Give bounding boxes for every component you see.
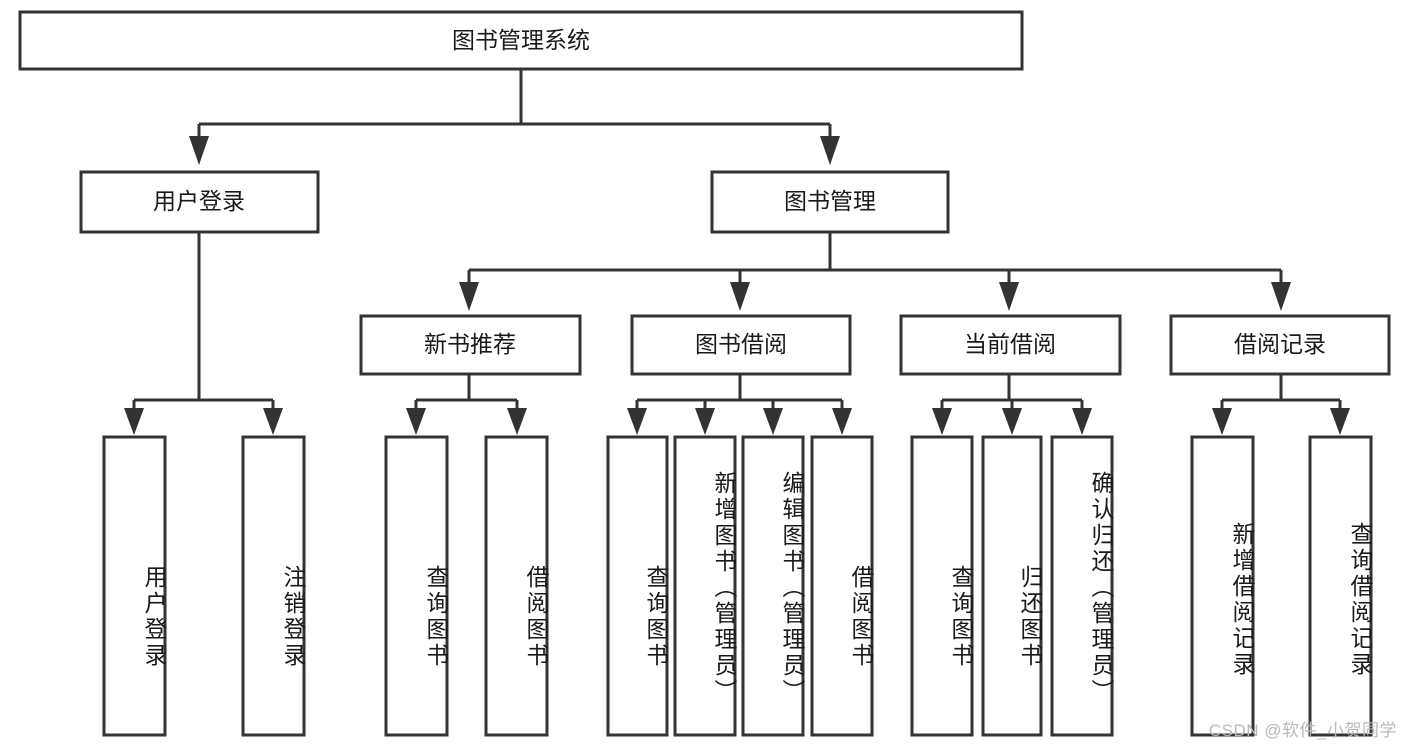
arrow-head-book-mgmt bbox=[820, 136, 840, 165]
node-box-leaf-nbr-query-book[interactable] bbox=[384, 435, 449, 737]
node-box-leaf-br-add-record[interactable] bbox=[1190, 435, 1255, 737]
node-label-borrow-record: 借阅记录 bbox=[1234, 331, 1326, 357]
arrow-head-cb-leaf-1 bbox=[932, 408, 952, 435]
node-box-borrow-record[interactable] bbox=[1169, 314, 1391, 376]
arrow-head-bb-leaf-2 bbox=[695, 408, 715, 435]
arrow-head-br-leaf-2 bbox=[1330, 408, 1350, 435]
node-box-leaf-br-query-record[interactable] bbox=[1308, 435, 1373, 737]
connector-group-borrow-record bbox=[1212, 374, 1350, 435]
arrow-head-user-login-leaf-2 bbox=[263, 408, 283, 435]
node-box-root[interactable] bbox=[18, 10, 1024, 71]
arrow-head-current-borrow bbox=[999, 282, 1019, 311]
node-box-new-book-recommend[interactable] bbox=[359, 314, 582, 376]
node-box-current-borrow[interactable] bbox=[899, 314, 1122, 376]
node-label-book-management: 图书管理 bbox=[784, 188, 876, 214]
arrow-head-new-book-rec bbox=[459, 282, 479, 311]
node-box-leaf-bb-query-book[interactable] bbox=[606, 435, 669, 737]
node-label-new-book-recommend: 新书推荐 bbox=[424, 331, 516, 357]
node-box-user-login[interactable] bbox=[79, 170, 320, 234]
arrow-head-nbr-leaf-1 bbox=[406, 408, 426, 435]
node-box-leaf-user-login[interactable] bbox=[102, 435, 167, 737]
node-box-leaf-cb-confirm-return[interactable] bbox=[1050, 435, 1114, 737]
arrow-head-bb-leaf-1 bbox=[627, 408, 647, 435]
connector-group-book-mgmt bbox=[459, 232, 1291, 311]
watermark-text: CSDN @软件_小贺同学 bbox=[1208, 721, 1397, 740]
arrow-head-book-borrow bbox=[730, 282, 750, 311]
arrow-head-user-login-leaf-1 bbox=[124, 408, 144, 435]
arrow-head-bb-leaf-3 bbox=[763, 408, 783, 435]
node-label-current-borrow: 当前借阅 bbox=[964, 331, 1056, 357]
node-box-leaf-cb-query-book[interactable] bbox=[910, 435, 974, 737]
node-box-book-borrow[interactable] bbox=[630, 314, 852, 376]
arrow-head-br-leaf-1 bbox=[1212, 408, 1232, 435]
node-box-leaf-nbr-borrow-book[interactable] bbox=[484, 435, 549, 737]
connector-group-new-book-rec bbox=[406, 374, 527, 435]
node-box-leaf-bb-edit-book[interactable] bbox=[741, 435, 805, 737]
node-label-root: 图书管理系统 bbox=[452, 27, 590, 53]
node-box-book-management[interactable] bbox=[710, 170, 950, 234]
connector-group-user-login bbox=[124, 232, 283, 435]
connector-group-root bbox=[189, 69, 840, 165]
node-box-leaf-bb-add-book[interactable] bbox=[673, 435, 737, 737]
arrow-head-nbr-leaf-2 bbox=[507, 408, 527, 435]
arrow-head-cb-leaf-2 bbox=[1002, 408, 1022, 435]
node-box-leaf-logout[interactable] bbox=[241, 435, 306, 737]
connector-group-book-borrow bbox=[627, 374, 852, 435]
arrow-head-cb-leaf-3 bbox=[1072, 408, 1092, 435]
node-label-user-login: 用户登录 bbox=[153, 188, 245, 214]
arrow-head-user-login bbox=[189, 136, 209, 165]
node-box-leaf-cb-return-book[interactable] bbox=[981, 435, 1043, 737]
arrow-head-bb-leaf-4 bbox=[832, 408, 852, 435]
node-box-leaf-bb-borrow-book[interactable] bbox=[810, 435, 874, 737]
connector-group-current-borrow bbox=[932, 374, 1092, 435]
arrow-head-borrow-record bbox=[1271, 282, 1291, 311]
node-label-book-borrow: 图书借阅 bbox=[695, 331, 787, 357]
